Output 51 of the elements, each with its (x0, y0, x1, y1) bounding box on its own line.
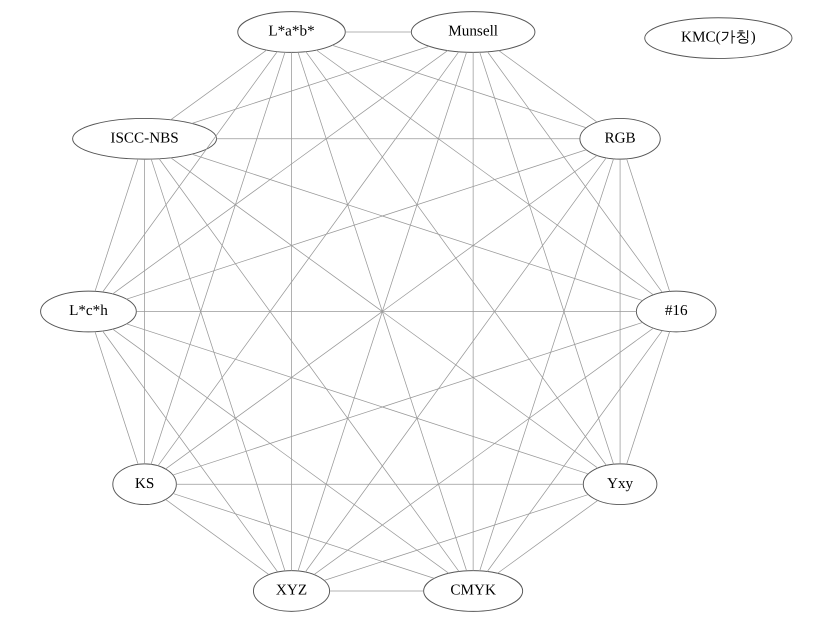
connector (125, 149, 586, 300)
connector (626, 158, 670, 292)
connector (626, 331, 670, 464)
node-ellipse: KS (112, 463, 176, 506)
node-ellipse: Yxy (582, 463, 657, 506)
connector (190, 46, 430, 124)
node-ellipse: L*c*h (40, 290, 136, 332)
node-ellipse: CMYK (422, 570, 523, 612)
connector (172, 493, 434, 579)
connector (478, 52, 614, 465)
connector (102, 330, 278, 572)
connector (290, 52, 292, 572)
node-ellipse: L*a*b* (236, 11, 346, 53)
connector (157, 51, 459, 466)
connector (102, 51, 278, 292)
node-ellipse: RGB (578, 118, 660, 160)
connector (304, 51, 606, 466)
connector (323, 494, 588, 581)
connector (150, 52, 285, 465)
node-ellipse: KMC(가칭) (644, 17, 792, 59)
connector (498, 50, 598, 123)
connector (496, 500, 598, 574)
connector (126, 323, 588, 474)
node-ellipse: XYZ (252, 570, 330, 612)
connector (315, 50, 654, 296)
connector (150, 158, 285, 572)
connector (472, 52, 474, 572)
connector (94, 331, 138, 465)
connector (94, 158, 138, 292)
connector (136, 311, 636, 312)
connector (175, 484, 583, 485)
connector (112, 328, 449, 574)
connector (112, 50, 448, 294)
connector (619, 158, 620, 464)
connector (313, 328, 654, 575)
connector (297, 52, 466, 572)
connector (216, 138, 580, 140)
connector (304, 157, 606, 573)
connector (172, 322, 642, 476)
node-ellipse: Munsell (410, 11, 535, 53)
connector (158, 158, 459, 572)
connector (331, 44, 586, 128)
connector (190, 154, 642, 301)
connector (170, 50, 267, 120)
connector (486, 51, 662, 293)
connector (164, 499, 269, 575)
connector (329, 590, 424, 592)
connector (478, 158, 614, 572)
node-ellipse: #16 (635, 290, 716, 332)
connector (486, 330, 662, 572)
node-ellipse: ISCC-NBS (72, 118, 217, 160)
